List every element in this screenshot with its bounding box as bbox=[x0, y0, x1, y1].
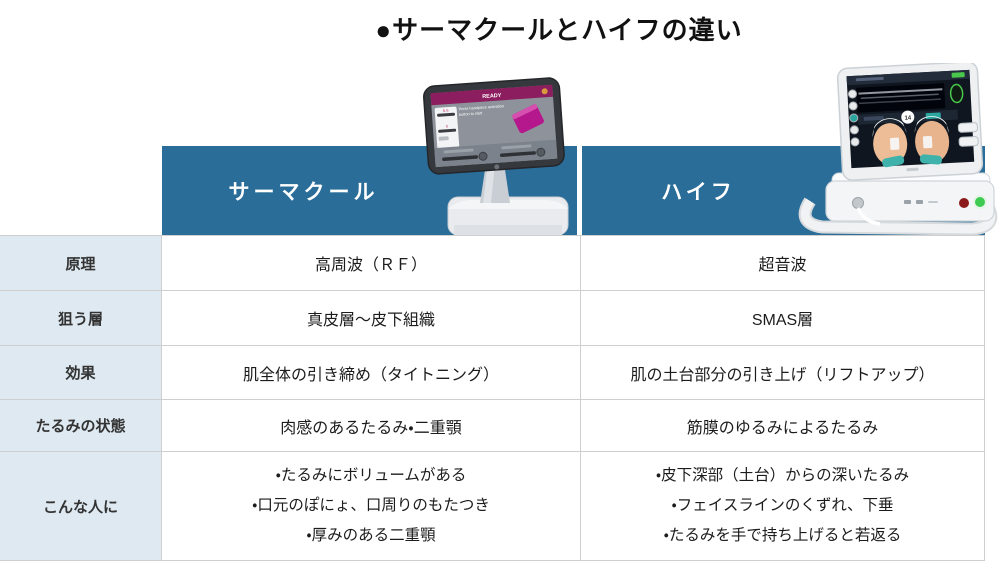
column-header-thermacool-label: サーマクール bbox=[228, 180, 379, 204]
cell-recommended-for-hifu: ・皮下深部（土台）からの深いたるみ ・フェイスラインのくずれ、下垂 ・たるみを手… bbox=[581, 452, 985, 561]
row-label-principle: 原理 bbox=[0, 236, 162, 291]
cell-effect-hifu: 肌の土台部分の引き上げ（リフトアップ） bbox=[581, 346, 985, 400]
hifu-face-right bbox=[914, 116, 950, 165]
row-label-sagging-type: たるみの状態 bbox=[0, 400, 162, 452]
hifu-console bbox=[825, 172, 995, 226]
column-header-hifu-label: ハイフ bbox=[661, 180, 736, 204]
row-label-effect: 効果 bbox=[0, 346, 162, 400]
hifu-device-image: 14 bbox=[788, 63, 1002, 235]
cell-recommended-for-thermacool: ・たるみにボリュームがある ・口元のぽにょ、口周りのもたつき ・厚みのある二重顎 bbox=[162, 452, 581, 561]
cell-sagging-type-hifu: 筋膜のゆるみによるたるみ bbox=[581, 400, 985, 452]
svg-text:5.6: 5.6 bbox=[443, 108, 450, 113]
cell-sagging-type-thermacool: 肉感のあるたるみ・二重顎 bbox=[162, 400, 581, 452]
thermage-screen: READY Press handpiece activation button … bbox=[423, 77, 565, 175]
row-label-recommended-for: こんな人に bbox=[0, 452, 162, 561]
svg-text:0: 0 bbox=[446, 124, 449, 129]
cell-principle-thermacool: 高周波（ＲＦ） bbox=[162, 236, 581, 291]
hifu-red-indicator bbox=[959, 198, 969, 208]
thermage-device-illustration: READY Press handpiece activation button … bbox=[423, 77, 569, 235]
hifu-device-illustration: 14 bbox=[798, 63, 998, 235]
cell-principle-hifu: 超音波 bbox=[581, 236, 985, 291]
comparison-table: 原理 高周波（ＲＦ） 超音波 狙う層 真皮層〜皮下組織 SMAS層 効果 肌全体… bbox=[0, 235, 985, 561]
thermage-hint-line1: Press handpiece activation bbox=[459, 104, 505, 111]
hifu-green-indicator bbox=[973, 195, 987, 209]
cell-effect-thermacool: 肌全体の引き締め（タイトニング） bbox=[162, 346, 581, 400]
row-label-target-layer: 狙う層 bbox=[0, 291, 162, 346]
cell-target-layer-hifu: SMAS層 bbox=[581, 291, 985, 346]
page-title: ●サーマクールとハイフの違い bbox=[375, 15, 743, 45]
hifu-face-left bbox=[872, 118, 908, 168]
cell-target-layer-thermacool: 真皮層〜皮下組織 bbox=[162, 291, 581, 346]
svg-text:14: 14 bbox=[904, 115, 912, 121]
hifu-screen: 14 bbox=[836, 63, 984, 181]
thermage-status-text: READY bbox=[482, 93, 502, 100]
thermage-tip-icon bbox=[512, 104, 544, 134]
thermage-hint-line2: button to start bbox=[459, 111, 483, 117]
thermage-device-image: READY Press handpiece activation button … bbox=[418, 77, 575, 235]
